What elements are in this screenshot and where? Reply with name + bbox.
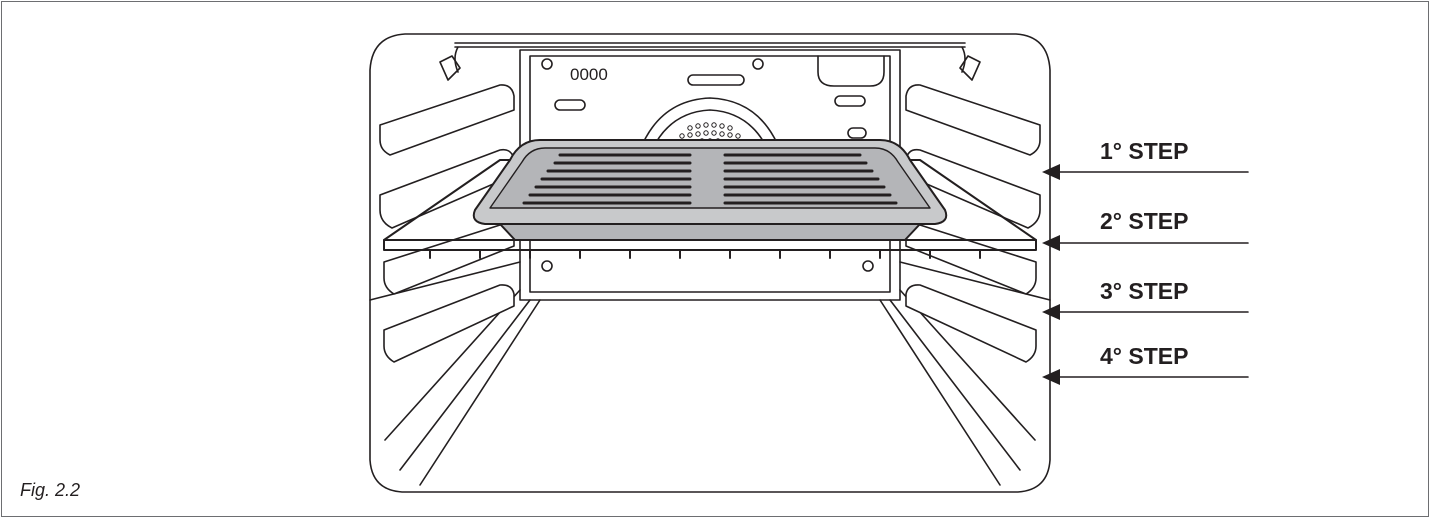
- step-label-1: 1° STEP: [1100, 138, 1189, 164]
- vent-slot-right: [834, 95, 866, 107]
- step-pointers: [1057, 171, 1249, 378]
- screw-top-left: [541, 58, 553, 70]
- figure-caption: Fig. 2.2: [20, 480, 81, 500]
- baking-tray: [472, 139, 948, 241]
- top-wire-hanger: [454, 42, 966, 73]
- top-right-bracket: [817, 55, 885, 87]
- step-arrowheads: [1042, 164, 1060, 385]
- arrowhead-2: [1042, 235, 1060, 251]
- vent-slot-right-2: [847, 127, 867, 139]
- oven-cavity-outline: [369, 33, 1051, 493]
- hanger-clips: [439, 55, 981, 81]
- screw-top-center: [752, 58, 764, 70]
- step-label-3: 3° STEP: [1100, 278, 1189, 304]
- fan-housing: [639, 97, 781, 151]
- arrowhead-3: [1042, 304, 1060, 320]
- screw-bottom-right: [862, 260, 874, 272]
- arrowhead-1: [1042, 164, 1060, 180]
- screw-bottom-left: [541, 260, 553, 272]
- arrowhead-4: [1042, 369, 1060, 385]
- vent-slot-top: [687, 74, 745, 86]
- tray-ridges: [522, 153, 898, 205]
- step-label-2: 2° STEP: [1100, 208, 1189, 234]
- step-label-4: 4° STEP: [1100, 343, 1189, 369]
- lamp-code-text: 0000: [570, 65, 608, 84]
- vent-slot-left: [554, 99, 586, 111]
